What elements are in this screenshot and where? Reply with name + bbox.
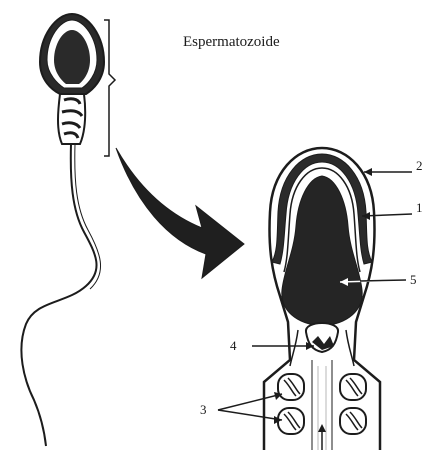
leader-3b [218,410,282,420]
magnified-head [264,148,380,450]
label-1: 1 [416,200,423,216]
label-5: 5 [410,272,417,288]
sperm-midpiece [58,94,85,144]
whole-sperm [21,14,115,446]
mitochondria-left [278,374,304,434]
mitochondria-right [340,374,366,434]
head-brace [104,20,115,156]
label-2: 2 [416,158,423,174]
leader-3a [218,394,282,410]
label-4: 4 [230,338,237,354]
magnify-arrow [116,148,244,278]
sperm-tail [21,144,96,446]
label-3: 3 [200,402,207,418]
nucleus [282,176,362,326]
